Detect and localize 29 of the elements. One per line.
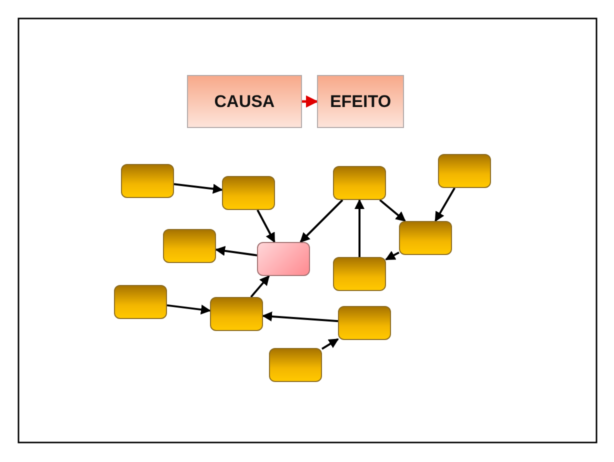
highlighted-box <box>257 242 310 276</box>
arrow <box>174 183 223 194</box>
arrow <box>250 275 270 298</box>
empty-box <box>399 221 452 255</box>
empty-box <box>163 229 216 263</box>
arrow <box>379 199 406 222</box>
box-label: CAUSA <box>214 92 275 112</box>
empty-box <box>222 176 275 210</box>
arrow <box>354 199 364 257</box>
empty-box <box>114 285 167 319</box>
arrow <box>215 246 258 256</box>
empty-box <box>333 257 386 291</box>
empty-box <box>210 297 263 331</box>
arrow <box>321 338 339 350</box>
arrow <box>385 250 400 260</box>
arrow <box>256 210 276 243</box>
label-box <box>317 75 404 128</box>
empty-box <box>333 166 386 200</box>
box-label: EFEITO <box>330 92 392 112</box>
empty-box <box>338 306 391 340</box>
empty-box <box>121 164 174 198</box>
arrow <box>434 188 456 222</box>
arrow <box>262 312 338 322</box>
empty-box <box>269 348 322 382</box>
arrow <box>300 199 344 243</box>
label-box <box>187 75 302 128</box>
arrow <box>302 95 318 108</box>
empty-box <box>438 154 491 188</box>
arrow <box>166 304 211 315</box>
